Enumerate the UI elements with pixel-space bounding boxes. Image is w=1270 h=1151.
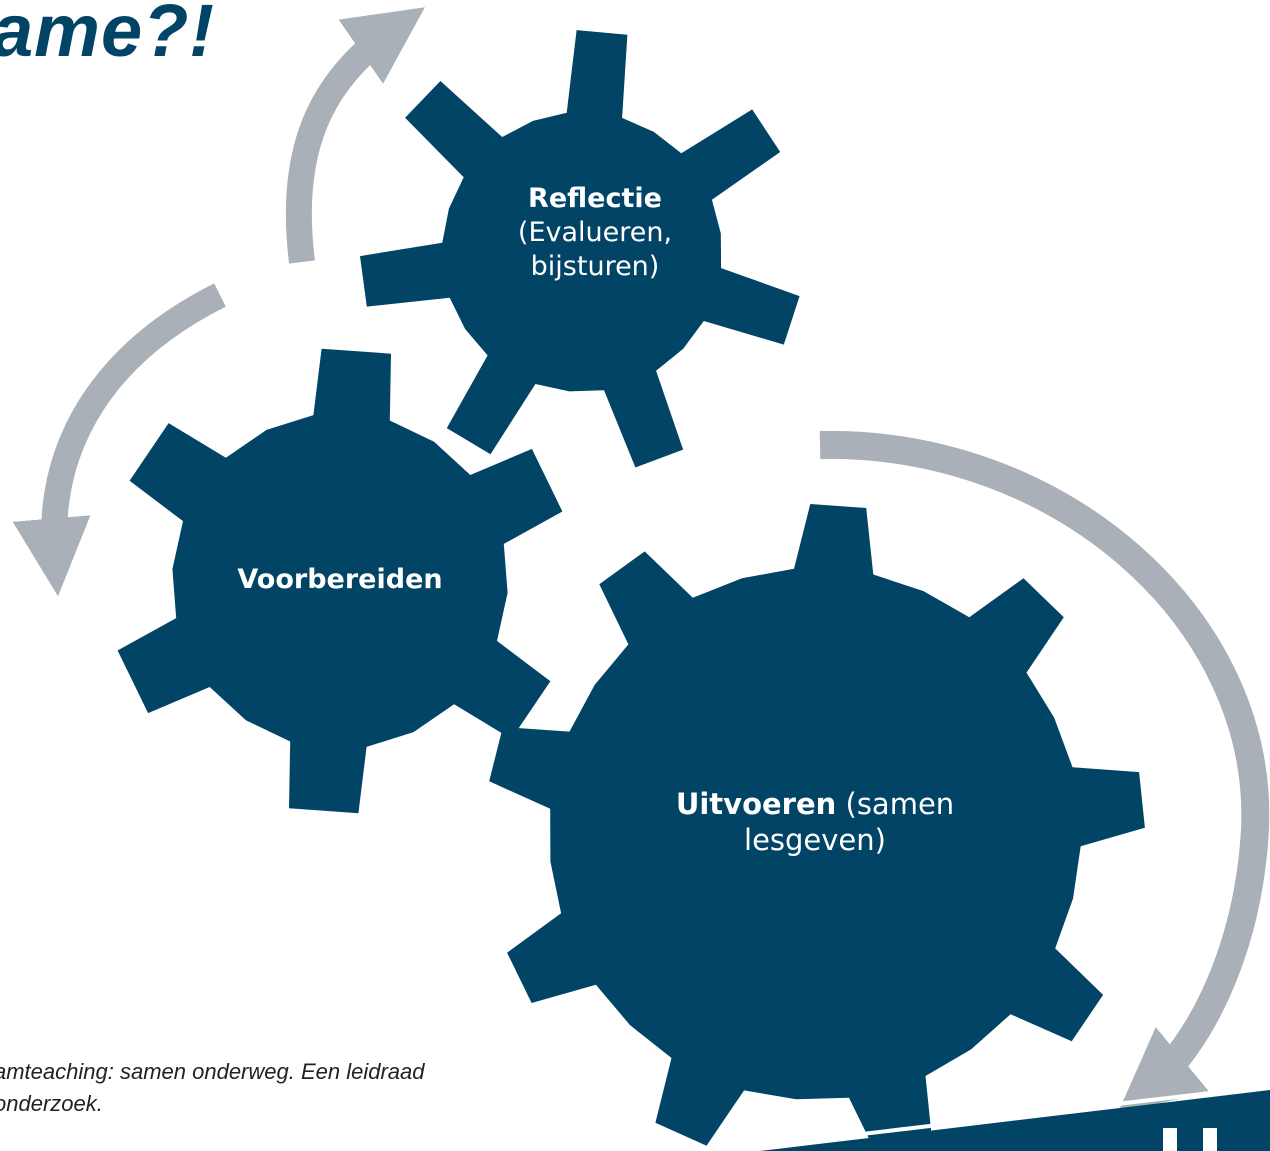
gear-uitvoeren [489, 504, 1145, 1151]
slide-title: ame?! [0, 0, 215, 72]
footer-banner [760, 1090, 1270, 1151]
footer-logo-mark [1163, 1128, 1177, 1151]
footer-banner-edge [759, 1084, 1270, 1148]
source-citation: amteaching: samen onderweg. Een leidraad… [0, 1059, 425, 1116]
uitvoeren-subtitle-1: (samen [836, 787, 955, 821]
arrow-reflectie-to-voorbereiden [12, 283, 226, 597]
arrow-voorbereiden-to-reflectie [285, 7, 425, 264]
reflectie-title: Reflectie [528, 183, 662, 214]
gear-uitvoeren-label: Uitvoeren (samen lesgeven) [640, 786, 990, 859]
reflectie-subtitle-2: bijsturen) [530, 250, 660, 282]
reflectie-subtitle-1: (Evalueren, [517, 216, 673, 248]
gear-reflectie [360, 30, 800, 468]
gear-voorbereiden [117, 348, 563, 814]
gear-voorbereiden-label: Voorbereiden [237, 564, 443, 595]
uitvoeren-title: Uitvoeren [675, 787, 837, 821]
gear-reflectie-label: Reflectie (Evalueren, bijsturen) [480, 182, 710, 283]
uitvoeren-subtitle-2: lesgeven) [744, 823, 886, 858]
arrow-uitvoeren-cycle [819, 430, 1270, 1113]
footer-logo-mark [1203, 1128, 1217, 1151]
